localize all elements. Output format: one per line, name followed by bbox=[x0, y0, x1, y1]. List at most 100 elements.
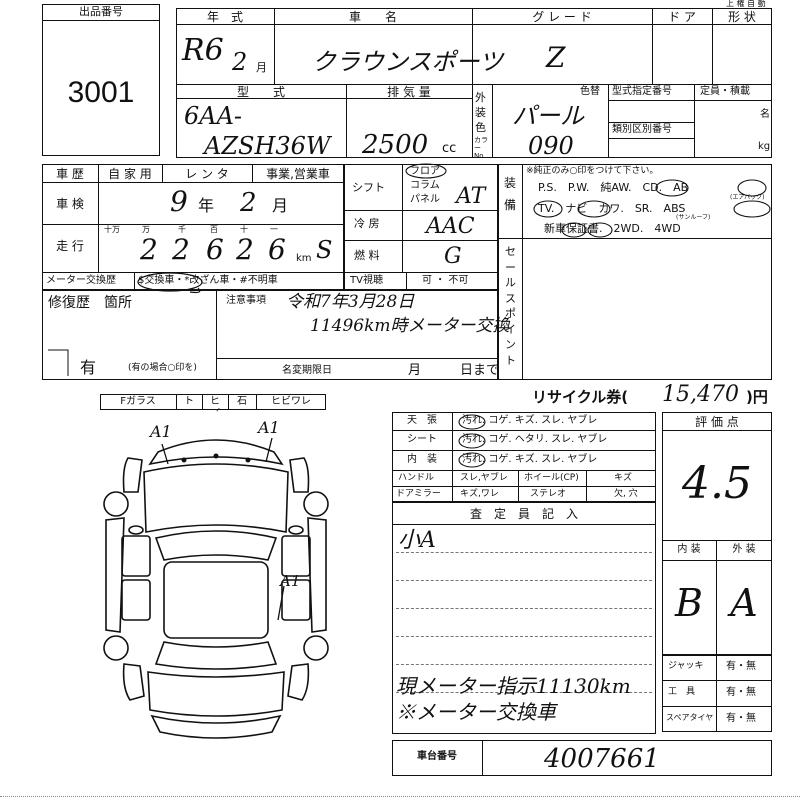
repair-bracket bbox=[48, 349, 69, 376]
mileage-label: 走 行 bbox=[56, 239, 84, 253]
model-code: AZSH36W bbox=[204, 132, 331, 160]
mileage-digit-label-4: 十 bbox=[240, 225, 248, 234]
equipment-row1-sub: (エアバック) bbox=[730, 194, 765, 201]
deadline-month: 月 bbox=[408, 363, 422, 378]
inspection-year-unit: 年 bbox=[198, 196, 215, 215]
glass-check-mark: ᐟ bbox=[216, 407, 221, 418]
mileage-mark: S bbox=[316, 236, 333, 264]
mileage-digit-2: 2 bbox=[172, 233, 190, 266]
history-business: 事業,営業車 bbox=[266, 167, 330, 181]
repair-value-note: (有の場合○印を) bbox=[128, 363, 197, 373]
roof bbox=[163, 561, 269, 639]
chassis-number: 4007661 bbox=[544, 744, 660, 774]
recycle-unit: )円 bbox=[746, 388, 768, 406]
displacement-label: 排 気 量 bbox=[387, 85, 431, 99]
inspector-comment: 小A bbox=[398, 528, 436, 553]
inspector-label: 査 定 員 記 入 bbox=[469, 507, 578, 521]
equipment-table bbox=[498, 164, 772, 380]
exterior-grade-label: 外 装 bbox=[732, 544, 756, 555]
car-name: クラウンスポーツ bbox=[312, 48, 504, 76]
mirror-label: ドアミラー bbox=[396, 489, 441, 499]
mirror-option-0: キズ,ワレ bbox=[460, 489, 499, 499]
category-label: 類別区別番号 bbox=[612, 124, 672, 135]
meter-exchange-circle bbox=[137, 272, 203, 294]
capacity-label: 定員・積載 bbox=[700, 86, 750, 97]
evaluation-table bbox=[662, 412, 772, 656]
front-left-fender bbox=[122, 457, 143, 493]
spare-tire-label: スペアタイヤ bbox=[666, 713, 714, 722]
meter-history-label: メーター交換歴 bbox=[46, 275, 116, 286]
equipment-note: ※純正のみ○印をつけて下さい。 bbox=[526, 166, 659, 176]
mirror-option-2: 欠, 穴 bbox=[614, 489, 638, 499]
equipment-row3: 新車保証書. 2WD. 4WD bbox=[544, 222, 681, 235]
sales-point-label: セールスポイント bbox=[505, 245, 516, 367]
color-value: パール bbox=[512, 102, 584, 130]
interior-ceiling-options: 汚れ. コゲ. キズ. スレ. ヤブレ bbox=[462, 415, 598, 426]
glass-item-2: 石 bbox=[237, 396, 247, 407]
interior-table bbox=[392, 412, 656, 502]
shape-label: 形 状 bbox=[728, 10, 756, 24]
history-table bbox=[42, 164, 344, 290]
exterior-grade: A bbox=[730, 581, 758, 625]
name-label: 車 名 bbox=[348, 10, 397, 24]
shift-label: シフト bbox=[352, 181, 385, 194]
accessories-table bbox=[662, 654, 772, 732]
mileage-digit-label-3: 百 bbox=[210, 225, 218, 234]
model-prefix: 6AA- bbox=[184, 102, 243, 130]
front-right-fender bbox=[289, 457, 310, 493]
rear-window bbox=[154, 641, 278, 670]
equipment-row1: P.S. P.W. 純AW. CD. AB bbox=[538, 181, 689, 194]
displacement-unit: cc bbox=[442, 141, 457, 156]
deadline-day: 日まで bbox=[460, 363, 500, 378]
bottom-perforation bbox=[0, 796, 800, 797]
rear-left-wheel bbox=[103, 635, 129, 661]
left-front-door bbox=[121, 535, 151, 577]
mileage-digit-label-0: 十万 bbox=[104, 225, 120, 234]
deadline-label: 名変期限日 bbox=[282, 365, 332, 376]
mileage-digit-4: 2 bbox=[236, 233, 254, 266]
chassis-table bbox=[392, 740, 772, 776]
door-label: ド ア bbox=[668, 10, 696, 24]
windshield bbox=[154, 530, 278, 561]
glass-table bbox=[100, 394, 326, 410]
rear-right-wheel bbox=[303, 635, 329, 661]
right-front-door bbox=[281, 535, 311, 577]
kg-unit: kg bbox=[758, 141, 771, 152]
rear-bumper bbox=[150, 714, 282, 739]
interior-trim-label: 内 装 bbox=[407, 454, 437, 465]
shift-panel: パネル bbox=[410, 194, 440, 205]
history-private: 自 家 用 bbox=[108, 167, 152, 181]
right-mirror bbox=[288, 525, 304, 535]
lot-box bbox=[42, 4, 160, 156]
note-line2: 11496km時メーター交換 bbox=[310, 316, 510, 336]
glass-label: Fガラス bbox=[120, 396, 156, 407]
chassis-label: 車台番号 bbox=[417, 751, 457, 762]
history-label: 車 歴 bbox=[56, 167, 84, 181]
right-body-side bbox=[307, 517, 327, 633]
inspection-month: 2 bbox=[240, 188, 257, 218]
rear-left-fender bbox=[122, 663, 145, 701]
mirror-option-1: ステレオ bbox=[530, 489, 567, 499]
km-unit: km bbox=[296, 253, 312, 264]
history-rental: レ ン タ bbox=[185, 167, 229, 181]
lot-number: 3001 bbox=[67, 76, 135, 109]
equipment-row2-sub: (サンルーフ) bbox=[676, 214, 711, 221]
handle-label: ハンドル bbox=[398, 473, 435, 483]
repair-value: 有 bbox=[80, 358, 97, 377]
mileage-digit-label-1: 万 bbox=[142, 225, 150, 234]
tools-options: 有・無 bbox=[726, 687, 756, 698]
mileage-digit-label-2: 千 bbox=[178, 225, 186, 234]
interior-trim-options: 汚れ. コゲ. キズ. スレ. ヤブレ bbox=[462, 454, 598, 465]
lot-label: 出品番号 bbox=[79, 5, 123, 18]
jack-label: ジャッキ bbox=[668, 661, 704, 671]
interior-grade: B bbox=[675, 581, 703, 625]
trunk bbox=[147, 671, 285, 717]
interior-grade-label: 内 装 bbox=[677, 544, 701, 555]
grade-value: Z bbox=[546, 41, 566, 74]
interior-seat-label: シート bbox=[407, 434, 437, 445]
glass-item-1: ヒ bbox=[210, 396, 220, 407]
glass-item-3: ヒビワレ bbox=[271, 396, 311, 407]
glass-item-0: ト bbox=[184, 396, 194, 407]
mark-side-right: A1 bbox=[280, 572, 301, 590]
person-unit: 名 bbox=[760, 109, 770, 120]
